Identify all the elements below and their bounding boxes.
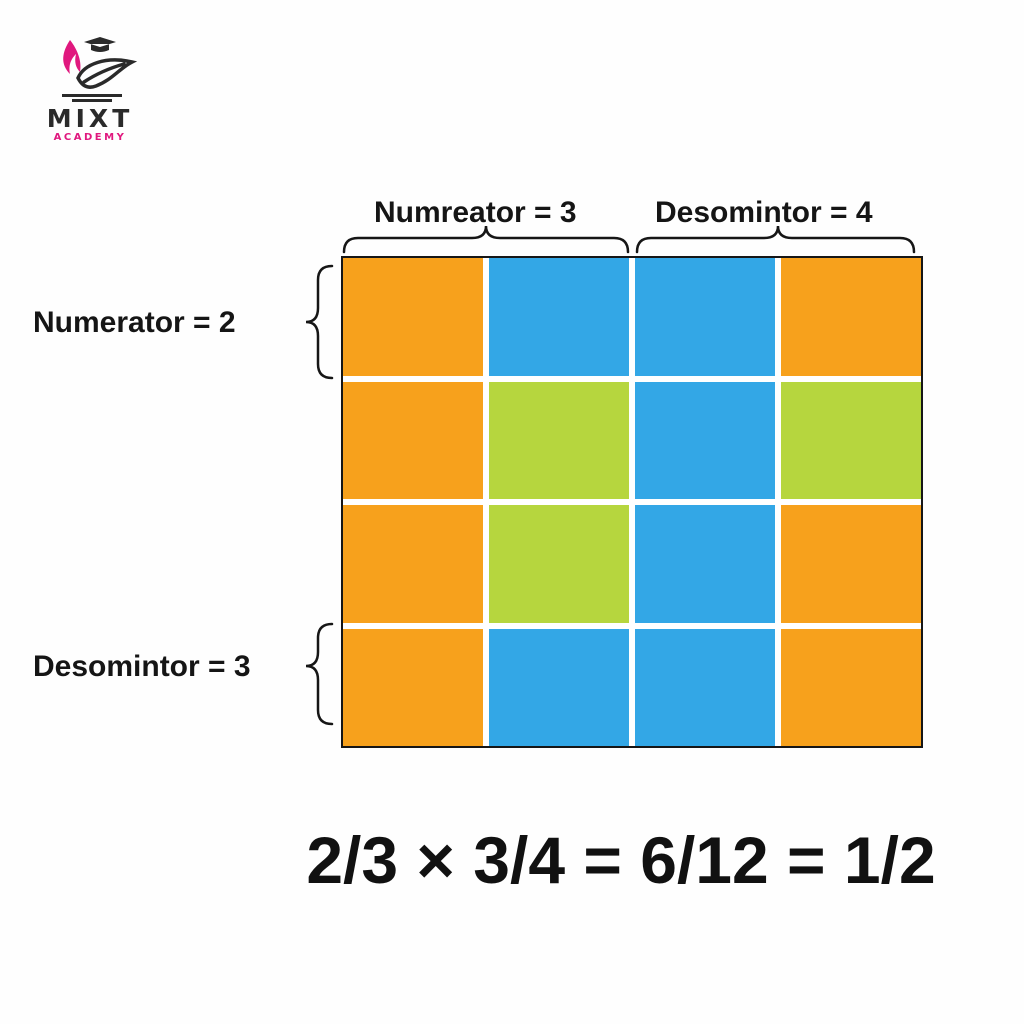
grid-cell-orange [343,381,483,499]
pink-flame-icon [63,40,81,74]
grid-cell-orange [781,505,921,623]
grid-cell-orange [781,628,921,746]
top-left-brace [342,225,630,254]
grid-cell-blue [489,628,629,746]
grid-cell-orange [343,258,483,376]
logo-subtitle: ACADEMY [53,132,127,143]
grid-cell-green [489,381,629,499]
grid-cell-blue [635,381,775,499]
side-bottom-brace [305,622,334,726]
top-left-label: Numreator = 3 [374,196,577,229]
grid-cell-green [781,381,921,499]
top-right-brace [635,225,916,254]
grid-cell-orange [343,628,483,746]
grid-cell-blue [635,258,775,376]
fraction-grid [341,256,923,748]
grid-cell-blue [635,628,775,746]
side-bottom-label: Desomintor = 3 [33,650,251,683]
leaf-icon [76,58,138,89]
top-right-label: Desomintor = 4 [655,196,873,229]
grid-cell-orange [781,258,921,376]
side-top-brace [305,264,334,380]
grid-cell-blue [635,505,775,623]
graduation-cap-icon [84,37,116,52]
grid-cell-orange [343,505,483,623]
logo-wordmark: MIXT [46,104,134,133]
grid-cell-green [489,505,629,623]
mixt-academy-logo [62,37,138,102]
equation: 2/3 × 3/4 = 6/12 = 1/2 [306,823,936,897]
grid-cell-blue [489,258,629,376]
logo-base-bar [62,94,122,97]
side-top-label: Numerator = 2 [33,306,236,339]
